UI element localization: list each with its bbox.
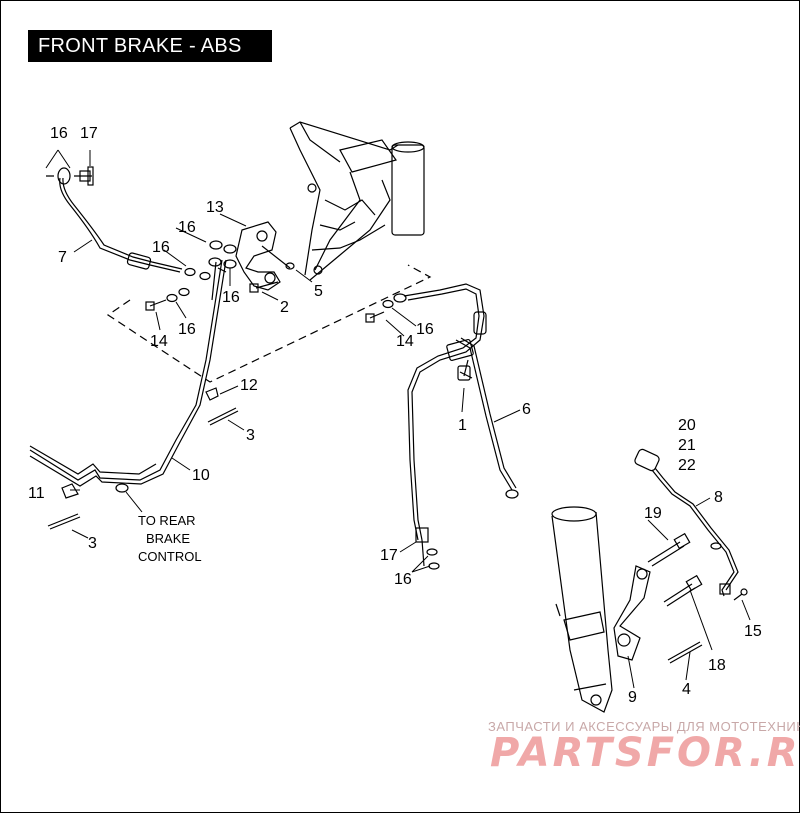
bracket-13 bbox=[235, 221, 291, 291]
callout-19: 19 bbox=[644, 505, 662, 522]
callout-4: 4 bbox=[682, 681, 691, 698]
callout-16: 16 bbox=[394, 571, 412, 588]
clip-11 bbox=[61, 483, 79, 499]
brake-hose-6 bbox=[365, 283, 519, 570]
callout-3: 3 bbox=[88, 535, 97, 552]
watermark-subtitle: ЗАПЧАСТИ И АКСЕССУАРЫ ДЛЯ МОТОТЕХНИКИ bbox=[488, 719, 800, 734]
rear-brake-note: TO REAR BRAKE CONTROL bbox=[138, 513, 202, 564]
cotter-pin-3-lower bbox=[47, 513, 81, 530]
assembly-outline bbox=[106, 264, 432, 383]
leader-lines bbox=[45, 149, 751, 689]
bolt-18 bbox=[663, 574, 703, 607]
callout-11: 11 bbox=[28, 485, 45, 502]
callout-16: 16 bbox=[416, 321, 434, 338]
cotter-pin-3-upper bbox=[207, 407, 239, 426]
callout-18: 18 bbox=[708, 657, 726, 674]
hardware-left bbox=[145, 240, 295, 311]
callout-3: 3 bbox=[246, 427, 255, 444]
callout-16: 16 bbox=[222, 289, 240, 306]
brake-line-7 bbox=[46, 166, 183, 273]
note-line: CONTROL bbox=[138, 549, 202, 564]
diagram-title: FRONT BRAKE - ABS bbox=[28, 30, 272, 62]
callout-7: 7 bbox=[58, 249, 67, 266]
callout-17: 17 bbox=[380, 547, 398, 564]
watermark-logo: PARTSFOR.RU bbox=[490, 730, 800, 776]
callout-15: 15 bbox=[744, 623, 762, 640]
callout-16: 16 bbox=[152, 239, 170, 256]
callouts: 16 17 7 13 16 16 16 16 14 2 5 12 3 10 11… bbox=[28, 125, 762, 706]
pin-4 bbox=[667, 641, 703, 664]
frame-section bbox=[289, 121, 425, 281]
callout-1: 1 bbox=[458, 417, 467, 434]
callout-6: 6 bbox=[522, 401, 531, 418]
callout-5: 5 bbox=[314, 283, 323, 300]
callout-16: 16 bbox=[178, 321, 196, 338]
callout-21: 21 bbox=[678, 437, 696, 454]
callout-12: 12 bbox=[240, 377, 258, 394]
sensor-cable-8 bbox=[634, 448, 748, 601]
caliper-bracket-9 bbox=[613, 565, 651, 661]
bolt-19 bbox=[647, 532, 691, 567]
callout-2: 2 bbox=[280, 299, 289, 316]
callout-20: 20 bbox=[678, 417, 696, 434]
callout-8: 8 bbox=[714, 489, 723, 506]
note-line: BRAKE bbox=[146, 531, 190, 546]
callout-16: 16 bbox=[178, 219, 196, 236]
callout-14: 14 bbox=[150, 333, 168, 350]
note-line: TO REAR bbox=[138, 513, 196, 528]
clip-12 bbox=[205, 387, 219, 401]
callout-9: 9 bbox=[628, 689, 637, 706]
callout-22: 22 bbox=[678, 457, 696, 474]
fork-leg bbox=[551, 506, 613, 713]
callout-16: 16 bbox=[50, 125, 68, 142]
brake-line-10 bbox=[29, 259, 227, 493]
callout-10: 10 bbox=[192, 467, 210, 484]
callout-17: 17 bbox=[80, 125, 98, 142]
callout-14: 14 bbox=[396, 333, 414, 350]
callout-13: 13 bbox=[206, 199, 224, 216]
